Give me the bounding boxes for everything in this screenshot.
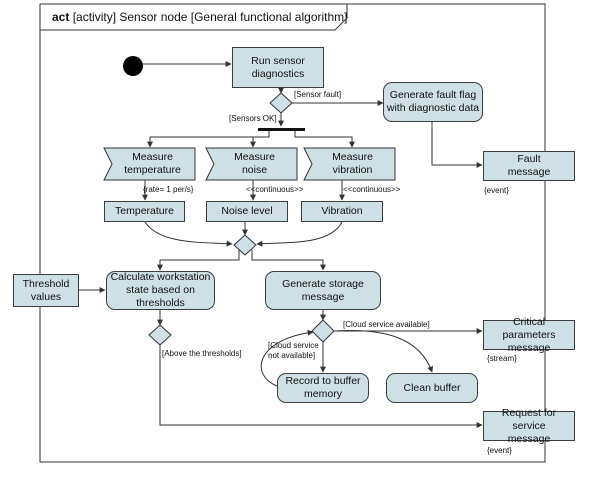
stream-annotation: {stream} [487,354,517,363]
merge-node [233,234,257,256]
frame-name-tab [40,4,348,31]
initial-node [123,56,143,76]
measure-noise-action: Measure noise [234,151,275,176]
frame-title-text: [activity] Sensor node [General function… [72,10,348,24]
fault-event-annotation: {event} [484,186,509,195]
decision-sensors [269,92,293,114]
decision-thresholds [148,324,172,346]
measure-temperature-shape [103,147,196,181]
threshold-values-node: Threshold values [13,274,79,307]
frame-title: act [activity] Sensor node [General func… [52,10,348,24]
fault-message-node: Fault message [483,151,575,181]
generate-fault-flag-action: Generate fault flag with diagnostic data [383,82,483,122]
measure-noise-shape [205,147,298,181]
cloud-available-guard: [Cloud service available] [343,320,430,329]
critical-parameters-node: Critical parameters message [483,316,575,354]
frame-border [39,3,546,463]
request-event-annotation: {event} [487,446,512,455]
measure-temperature-action: Measure temperature [124,151,181,176]
frame-keyword: act [52,10,70,24]
vibration-node: Vibration [301,201,383,222]
cloud-not-available-guard: [Cloud service not available] [268,341,319,360]
record-buffer-action: Record to buffer memory [277,373,369,403]
temperature-node: Temperature [104,201,185,222]
decision-cloud [311,319,335,343]
noise-continuous-annotation: <<continuous>> [246,185,304,194]
fork-bar [258,128,305,131]
above-thresholds-guard: [Above the thresholds] [162,349,242,358]
vibration-continuous-annotation: <<continuous>> [343,185,401,194]
generate-storage-action: Generate storage message [265,271,381,310]
noise-level-node: Noise level [206,201,288,222]
calculate-state-action: Calculate workstation state based on thr… [106,271,215,310]
sensors-ok-guard: [Sensors OK] [229,114,277,123]
measure-vibration-shape [303,147,396,181]
run-diagnostics-action: Run sensor diagnostics [232,47,324,88]
clean-buffer-action: Clean buffer [386,373,478,403]
rate-annotation: {rate= 1 per/s} [143,185,194,194]
request-service-node: Request for service message [483,407,575,445]
measure-vibration-action: Measure vibration [332,151,373,176]
sensor-fault-guard: [Sensor fault] [294,90,342,99]
